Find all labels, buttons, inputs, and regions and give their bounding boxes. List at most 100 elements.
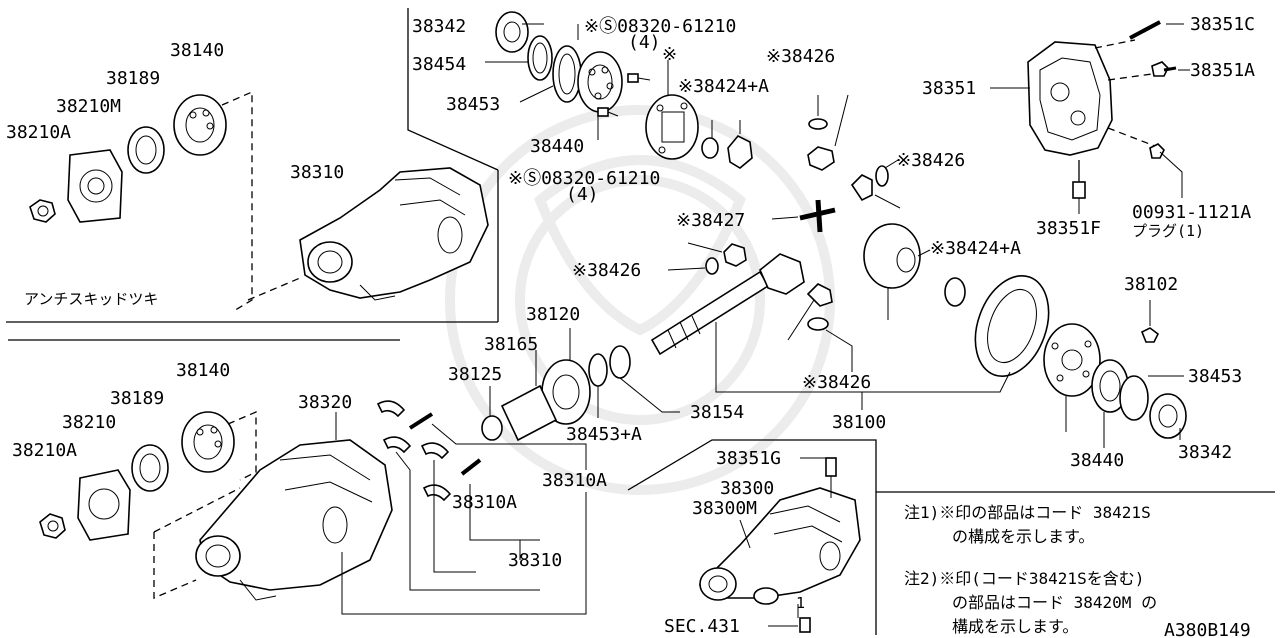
label-38125: 38125 [448,364,502,385]
label-38300: 38300 [720,478,774,499]
note-1-line-1: 注1)※印の部品はコード 38421S [904,503,1151,522]
notes-block: 注1)※印の部品はコード 38421S の構成を示します。 注2)※印(コード3… [904,503,1157,636]
cross-shaft-38427 [799,199,836,233]
washer-38424A-mid [944,277,966,307]
label-38453-right: 38453 [1188,366,1242,387]
right-diff-group [1043,300,1187,448]
label-38300M: 38300M [692,498,757,519]
label-00931: 00931-1121A [1132,202,1251,223]
upper-middle-group [485,11,901,275]
diagram-code: A380B149 [1164,620,1251,638]
seal-38189-bot [131,444,169,492]
label-38440-right: 38440 [1070,450,1124,471]
sec431-bolt [799,617,811,633]
spacer-38154 [609,345,631,379]
seal-38189-top [127,126,165,174]
bearing-cap-b [382,436,412,454]
flange-38210M [67,149,123,223]
ring-gear [974,274,1050,378]
rear-cover-38351 [1027,41,1113,156]
label-38427: ※38427 [676,210,745,231]
breather-38351F [1072,181,1086,199]
washer-38426-d [807,317,829,331]
label-antiskid: アンチスキッドツキ [24,290,158,308]
bolt-08320-bot [597,107,609,117]
washer-38424-top [701,137,719,159]
bearing-cap-a [376,400,406,418]
label-38210A-bot: 38210A [12,440,77,461]
diff-case-top [645,94,699,160]
label-38140-bot: 38140 [176,360,230,381]
label-sec431: SEC.431 [664,616,740,637]
pinion-mate-a [807,146,835,171]
nut-38210A-top [29,199,56,223]
label-38426-c: ※38426 [572,260,641,281]
label-38351C: 38351C [1190,14,1255,35]
stud-38351C [1129,20,1161,40]
note-2-line-1: 注2)※印(コード38421Sを含む) [904,569,1144,588]
plug-00931 [1149,143,1165,159]
label-plug: プラグ(1) [1132,222,1204,240]
label-38453A: 38453+A [566,424,642,445]
washer-38125 [481,415,503,441]
bearing-38140-top [173,94,227,156]
breather-38351G [825,457,837,477]
label-38351F: 38351F [1036,218,1101,239]
note-2-line-2: の部品はコード 38420M の [952,593,1157,612]
label-38100: 38100 [832,412,886,433]
washer-38453-right [1119,375,1149,421]
label-38426-a: ※38426 [766,46,835,67]
pinion-mate-c [723,243,747,267]
label-38210M: 38210M [56,96,121,117]
label-mark-1: 1 [796,594,805,612]
label-38454: 38454 [412,54,466,75]
label-38310-top: 38310 [290,162,344,183]
label-38310A-b: 38310A [452,492,517,513]
label-38120: 38120 [526,304,580,325]
label-38189-bot: 38189 [110,388,164,409]
bearing-38440-top [577,51,623,113]
final-drive-assembly-group [698,457,861,633]
bolt-38351A [1151,61,1169,77]
side-gear-top [727,135,753,169]
bolt-08320-top [627,73,639,83]
bearing-cap-d [422,484,452,502]
bearing-cap-c [420,442,450,460]
bearing-38342-top [495,11,529,53]
label-38351: 38351 [922,78,976,99]
label-38210: 38210 [62,412,116,433]
label-38154: 38154 [690,402,744,423]
diff-case-38424A [863,223,921,289]
label-38351A: 38351A [1190,60,1255,81]
label-38424A-mid: ※38424+A [930,238,1021,259]
label-38426-b: ※38426 [896,150,965,171]
label-38310-bot: 38310 [508,550,562,571]
label-38424A-top: ※38424+A [678,76,769,97]
rear-cover-group [990,20,1190,214]
label-38342-top: 38342 [412,16,466,37]
lower-carrier-group [39,400,587,615]
label-38210A-top: 38210A [6,122,71,143]
label-38440-top: 38440 [530,136,584,157]
label-38189-top: 38189 [106,68,160,89]
washer-38426-b [875,165,889,187]
part-labels: 38342 38454 38453 38440 ※Ⓢ08320-61210 (4… [6,14,1255,637]
label-qty-bot: (4) [566,184,599,205]
label-38140-top: 38140 [170,40,224,61]
upper-carrier-group [29,91,489,313]
label-38165: 38165 [484,334,538,355]
drive-pinion-gear [759,253,805,295]
pinion-mate-b [850,174,873,202]
washer-38426-a [808,118,828,130]
bearing-38140-bot [181,411,235,473]
carrier-housing-38320 [199,439,393,591]
label-38102: 38102 [1124,274,1178,295]
section-dividers [6,8,1275,635]
label-38320: 38320 [298,392,352,413]
bolt-38102 [1140,327,1160,343]
nut-38210A-bot [39,513,66,539]
label-38342-right: 38342 [1178,442,1232,463]
washer-38453A [588,353,608,387]
washer-38426-c [705,257,719,275]
flange-38210 [77,469,131,541]
